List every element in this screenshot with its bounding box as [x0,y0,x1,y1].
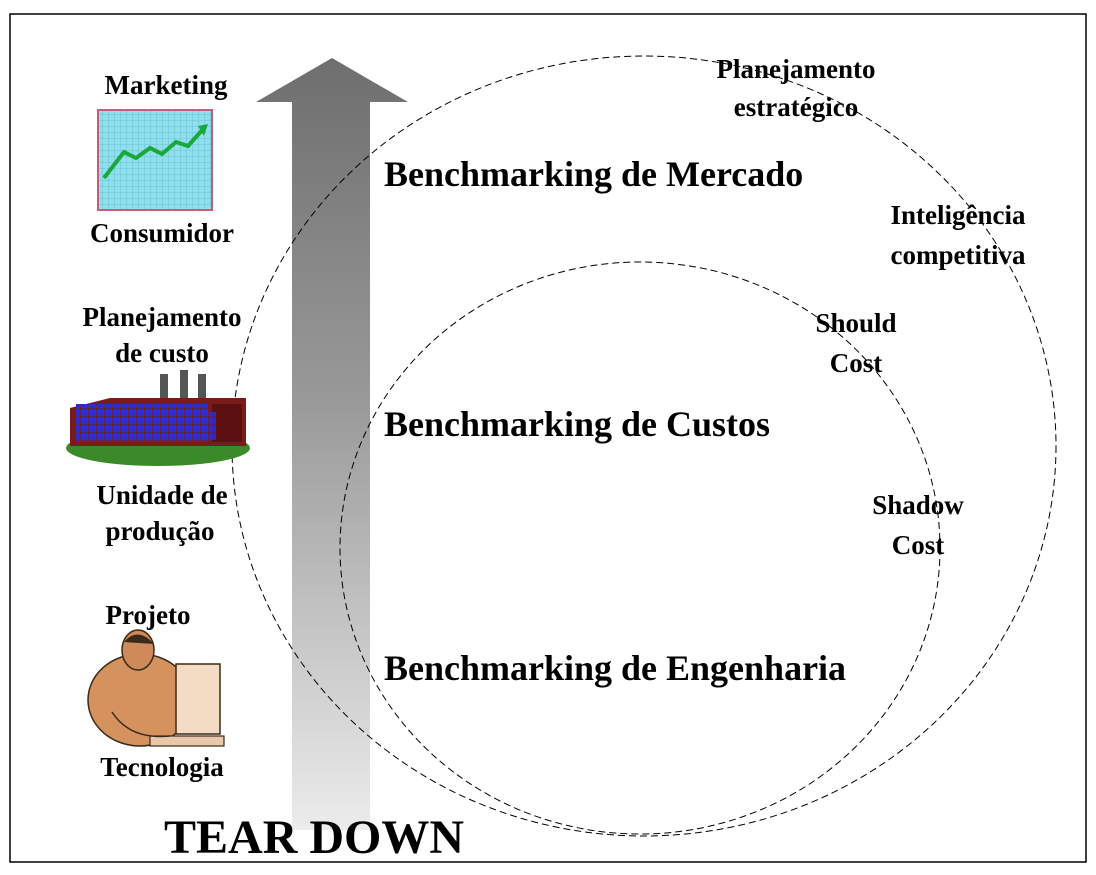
chart-icon [97,109,213,211]
project-label: Projeto [105,600,191,630]
tear-down-arrow [256,58,408,830]
technology-label: Tecnologia [100,752,224,782]
production-unit-label-2: produção [105,516,215,546]
should-cost-label-1: Should [815,308,897,338]
tear-down-label: TEAR DOWN [164,811,465,864]
market-benchmarking-label: Benchmarking de Mercado [384,154,804,194]
shadow-cost-label-2: Cost [891,530,945,560]
marketing-label: Marketing [104,70,228,100]
engineering-benchmarking-label: Benchmarking de Engenharia [384,648,847,688]
person-computer-icon [87,629,225,747]
should-cost-label-2: Cost [829,348,883,378]
inner-circle [339,261,941,835]
cost-planning-label-1: Planejamento [82,302,242,332]
production-unit-label-1: Unidade de [96,480,228,510]
strategic-planning-label-1: Planejamento [716,54,876,84]
shadow-cost-label-1: Shadow [872,490,964,520]
factory-icon [66,370,250,466]
competitive-intelligence-label-2: competitiva [890,240,1026,270]
cost-planning-label-2: de custo [115,338,209,368]
frame-border [9,13,1087,863]
consumer-label: Consumidor [89,218,235,248]
strategic-planning-label-2: estratégico [733,92,859,122]
competitive-intelligence-label-1: Inteligência [890,200,1026,230]
cost-benchmarking-label: Benchmarking de Custos [384,404,771,444]
